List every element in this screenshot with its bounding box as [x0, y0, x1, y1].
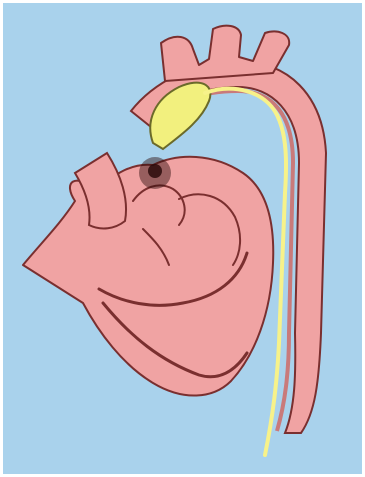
heart-aorta-illustration — [3, 3, 362, 474]
valve-hot-spot-core — [148, 164, 162, 178]
